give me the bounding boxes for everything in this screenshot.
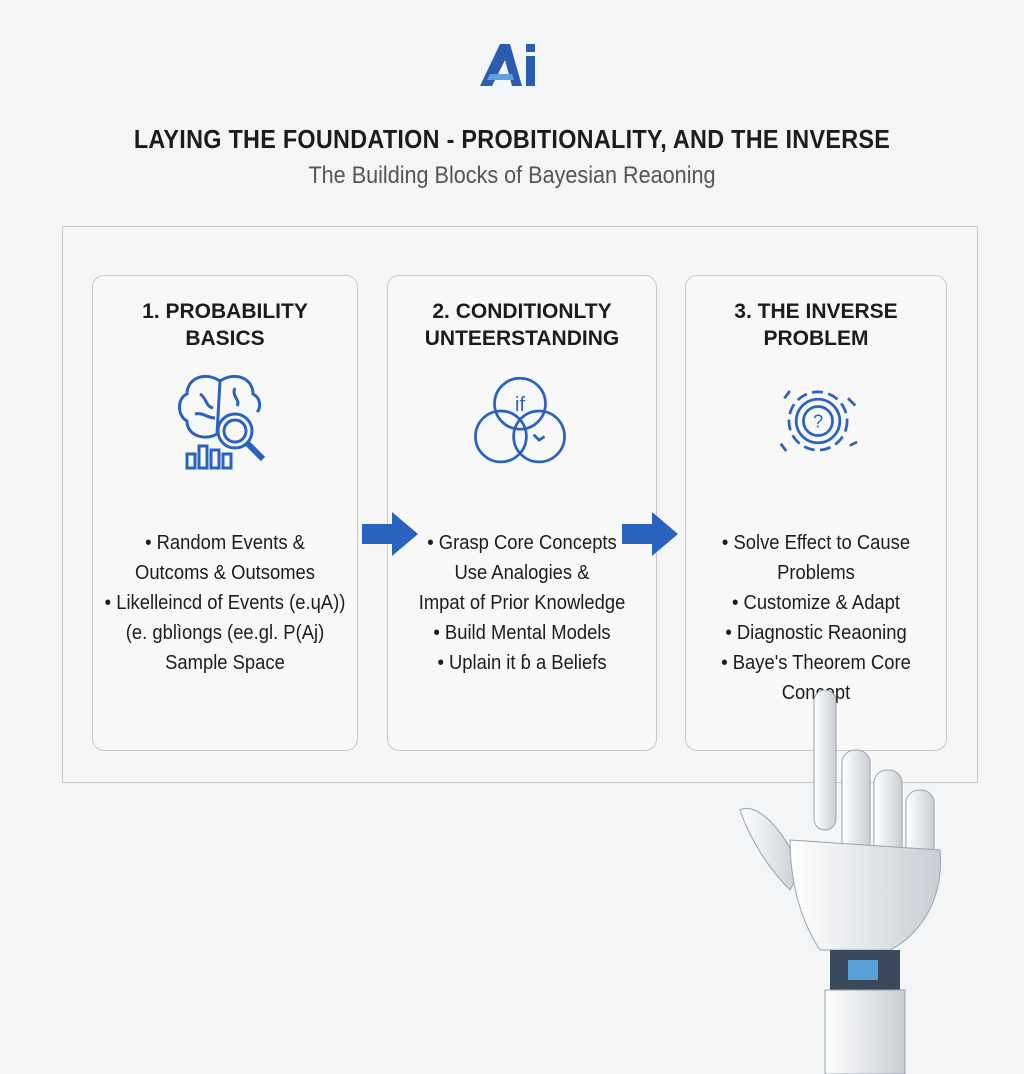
page-subtitle: The Building Blocks of Bayesian Reaoning [308, 162, 716, 189]
card-title-line: 1. PROBABILITY [142, 300, 308, 323]
card-title: 1. PROBABILITY BASICS [93, 298, 357, 352]
bullet-list: • Random Events & Outcoms & Outsomes • L… [104, 528, 347, 678]
list-item: Problems [777, 562, 855, 584]
list-item: • Uplain it ɓ a Beliefs [437, 652, 607, 674]
list-item: Use Analogies & [454, 562, 590, 584]
list-item: (e. gblìongs (ee.gl. P(Aj) [125, 622, 325, 644]
page-title: LAYING THE FOUNDATION - PROBITIONALITY, … [133, 124, 891, 154]
list-item: • Customize & Adapt [731, 592, 901, 614]
gear-question-icon: ? [779, 390, 858, 452]
list-item: • Diagnostic Reaoning [725, 622, 907, 644]
list-item: • Random Events & [145, 532, 305, 554]
list-item: • Build Mental Models [433, 622, 611, 644]
bullet-list: • Grasp Core Concepts Use Analogies & Im… [399, 528, 646, 678]
venn-label: if [515, 394, 525, 416]
card-probability-basics: 1. PROBABILITY BASICS • Random Events & O… [92, 275, 358, 751]
list-item: Outcoms & Outsomes [135, 562, 315, 584]
arrow-right-icon [622, 512, 678, 556]
card-title-line: BASICS [185, 327, 265, 350]
list-item: Sample Space [165, 652, 285, 674]
list-item: • Likelleincd of Events (e.ɥA)) [104, 592, 346, 614]
brain-magnifier-chart-icon [178, 375, 266, 470]
svg-text:?: ? [813, 411, 823, 431]
robot-hand-illustration [739, 690, 941, 1074]
card-title-line: UNTEERSTANDING [424, 327, 620, 350]
list-item: Impat of Prior Knowledge [418, 592, 626, 614]
card-title-line: 3. THE INVERSE [734, 300, 898, 323]
card-title-line: PROBLEM [763, 327, 869, 350]
card-title: 2. CONDITIONLTY UNTEERSTANDING [388, 298, 656, 352]
arrow-right-icon [362, 512, 418, 556]
list-item: • Solve Effect to Cause [721, 532, 911, 554]
card-title-line: 2. CONDITIONLTY [432, 300, 612, 323]
card-title: 3. THE INVERSE PROBLEM [686, 298, 946, 352]
venn-diagram-icon: if [474, 376, 566, 464]
bullet-list: • Solve Effect to Cause Problems • Custo… [696, 528, 935, 708]
card-inverse-problem: 3. THE INVERSE PROBLEM ? • Solve Effect t… [685, 275, 947, 751]
list-item: • Grasp Core Concepts [427, 532, 617, 554]
ai-logo [480, 44, 535, 86]
card-conditionality: 2. CONDITIONLTY UNTEERSTANDING if • Grasp… [387, 275, 657, 751]
